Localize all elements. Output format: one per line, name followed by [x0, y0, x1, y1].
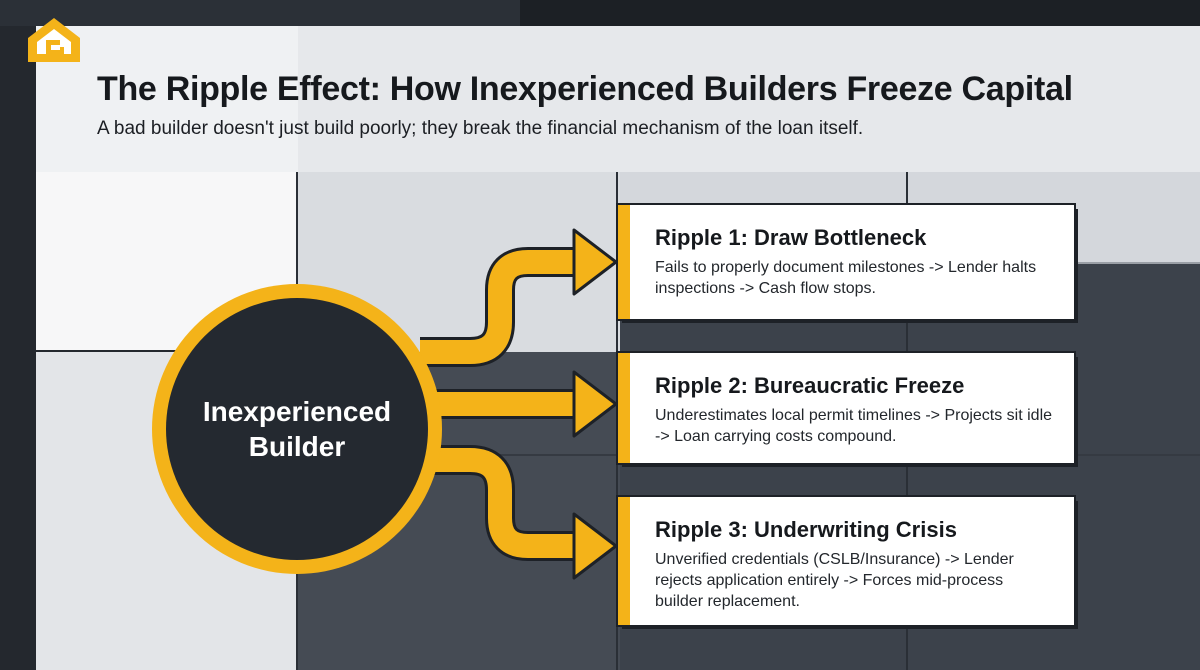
builder-label: Inexperienced Builder: [202, 396, 392, 462]
arrow-1: [420, 250, 582, 364]
header-panel: [36, 26, 1200, 172]
ripple-2-title: Ripple 2: Bureaucratic Freeze: [655, 373, 965, 398]
ripple-3-title: Ripple 3: Underwriting Crisis: [655, 517, 957, 542]
builder-circle-inner: Inexperienced Builder: [166, 298, 428, 560]
ripple-3-text: Unverified credentials (CSLB/Insurance) …: [655, 551, 1014, 610]
grid-line: [616, 172, 618, 670]
ripple-1-text: Fails to properly document milestones ->…: [655, 259, 1037, 297]
house-logo-icon: [28, 18, 80, 62]
ripple-1-title: Ripple 1: Draw Bottleneck: [655, 225, 927, 250]
ripple-card-3: Ripple 3: Underwriting Crisis Unverified…: [618, 497, 1074, 625]
ripple-2-text: Underestimates local permit timelines ->…: [655, 407, 1053, 445]
arrow-2-head: [572, 370, 618, 438]
ripple-card-2: Ripple 2: Bureaucratic Freeze Underestim…: [618, 353, 1074, 463]
background-left-strip: [0, 26, 36, 670]
ripple-card-1: Ripple 1: Draw Bottleneck Fails to prope…: [618, 205, 1074, 319]
page-subtitle: A bad builder doesn't just build poorly;…: [97, 118, 864, 139]
grid-line: [36, 350, 298, 352]
arrow-3: [420, 448, 582, 558]
builder-circle: Inexperienced Builder: [152, 284, 442, 574]
background-top-right: [520, 0, 1200, 26]
page-title: The Ripple Effect: How Inexperienced Bui…: [97, 70, 1073, 108]
arrow-1-head: [572, 228, 618, 296]
arrow-3-head: [572, 512, 618, 580]
